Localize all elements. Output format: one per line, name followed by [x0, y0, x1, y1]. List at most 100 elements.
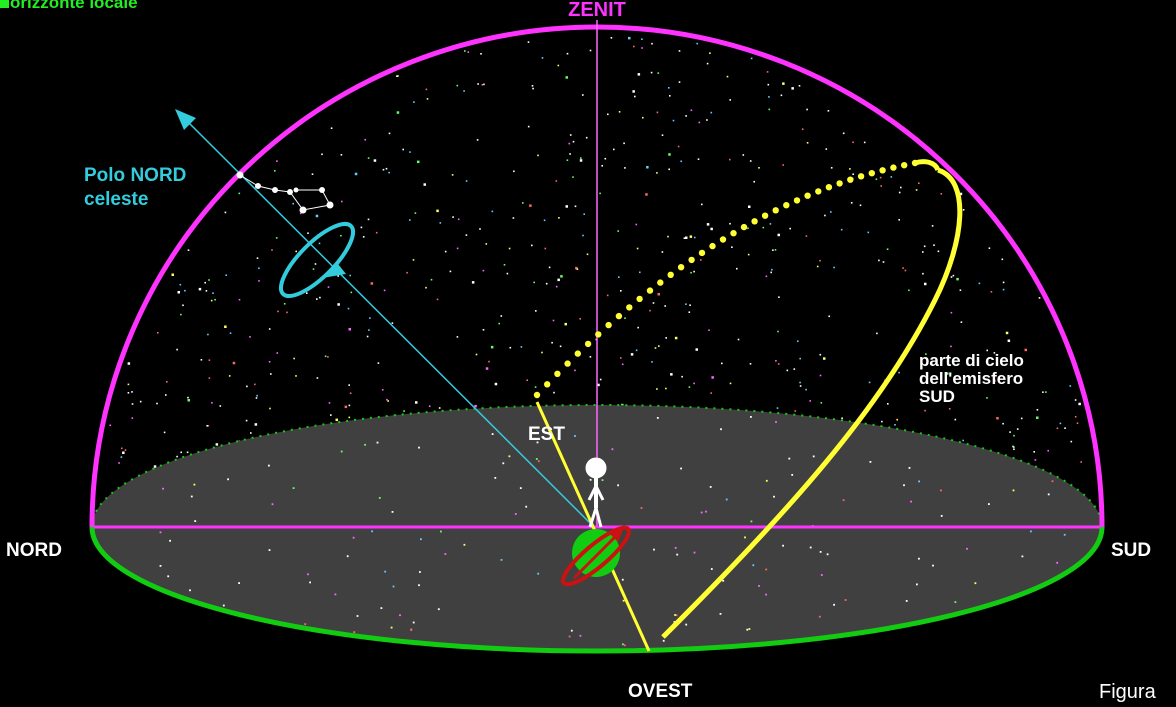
star [752, 564, 755, 567]
star [569, 134, 572, 136]
star [166, 381, 168, 383]
star [1080, 461, 1082, 463]
star [314, 263, 317, 265]
star [391, 322, 394, 324]
star [557, 278, 560, 282]
star [465, 234, 468, 236]
star [574, 369, 576, 372]
star [746, 628, 749, 631]
star [689, 304, 691, 306]
star [347, 307, 350, 310]
star [176, 455, 178, 458]
star [601, 479, 604, 481]
star [816, 265, 819, 268]
star [993, 379, 996, 383]
star [127, 392, 130, 394]
star [924, 409, 926, 412]
star [1033, 451, 1035, 453]
star [283, 303, 286, 305]
star [327, 286, 330, 288]
star [316, 298, 318, 300]
star [959, 192, 963, 196]
star [777, 233, 780, 237]
star [533, 281, 535, 284]
sun-path-dot [636, 295, 643, 303]
star [353, 631, 356, 633]
star [1047, 493, 1050, 496]
star [299, 212, 302, 215]
star [791, 87, 794, 90]
star [269, 407, 271, 410]
sun-path-dot [879, 167, 886, 174]
star [689, 235, 693, 238]
star [568, 635, 571, 638]
sun-path-solid [661, 167, 963, 639]
star [328, 402, 331, 404]
star [371, 530, 373, 533]
star [557, 64, 560, 67]
star [256, 394, 258, 397]
star [508, 247, 511, 250]
sun-path-dot [677, 264, 685, 271]
star [685, 623, 688, 626]
star [750, 416, 752, 418]
star [426, 98, 429, 100]
star [876, 332, 878, 335]
star [799, 381, 801, 384]
star [437, 608, 440, 611]
star [788, 457, 791, 460]
star [623, 142, 625, 145]
star [270, 373, 272, 375]
star [551, 341, 553, 344]
star [819, 374, 822, 377]
star [710, 111, 713, 114]
star [768, 108, 771, 111]
star [364, 443, 366, 446]
star [665, 387, 667, 390]
star [617, 484, 619, 487]
star [769, 223, 772, 225]
sun-path-dot [857, 173, 865, 180]
star [268, 549, 271, 551]
star [318, 242, 321, 245]
star [651, 42, 653, 45]
star [656, 111, 659, 114]
star [639, 271, 641, 274]
star [798, 85, 801, 87]
star [491, 433, 494, 435]
star [1074, 416, 1077, 418]
star [418, 584, 420, 587]
star [693, 236, 696, 239]
star [918, 557, 920, 560]
star [620, 290, 622, 292]
star [153, 465, 157, 468]
star [840, 228, 843, 231]
star [386, 398, 388, 401]
star [214, 298, 216, 301]
star [674, 547, 677, 549]
star [777, 363, 780, 365]
star [729, 99, 731, 101]
star [597, 383, 600, 387]
star [882, 261, 885, 263]
star [819, 353, 822, 356]
star [902, 267, 904, 269]
star [705, 510, 707, 513]
star [208, 359, 211, 361]
star [586, 253, 589, 256]
star [674, 336, 678, 340]
star [356, 615, 359, 617]
star [349, 274, 351, 277]
star [652, 302, 655, 304]
star [335, 418, 338, 422]
star [368, 329, 370, 331]
star [729, 222, 731, 225]
star [776, 407, 779, 409]
star [656, 388, 658, 390]
sun-path-dot [533, 391, 541, 399]
star [409, 151, 411, 153]
star [418, 446, 420, 449]
star [668, 153, 671, 156]
star [131, 417, 134, 419]
star [1036, 416, 1039, 419]
